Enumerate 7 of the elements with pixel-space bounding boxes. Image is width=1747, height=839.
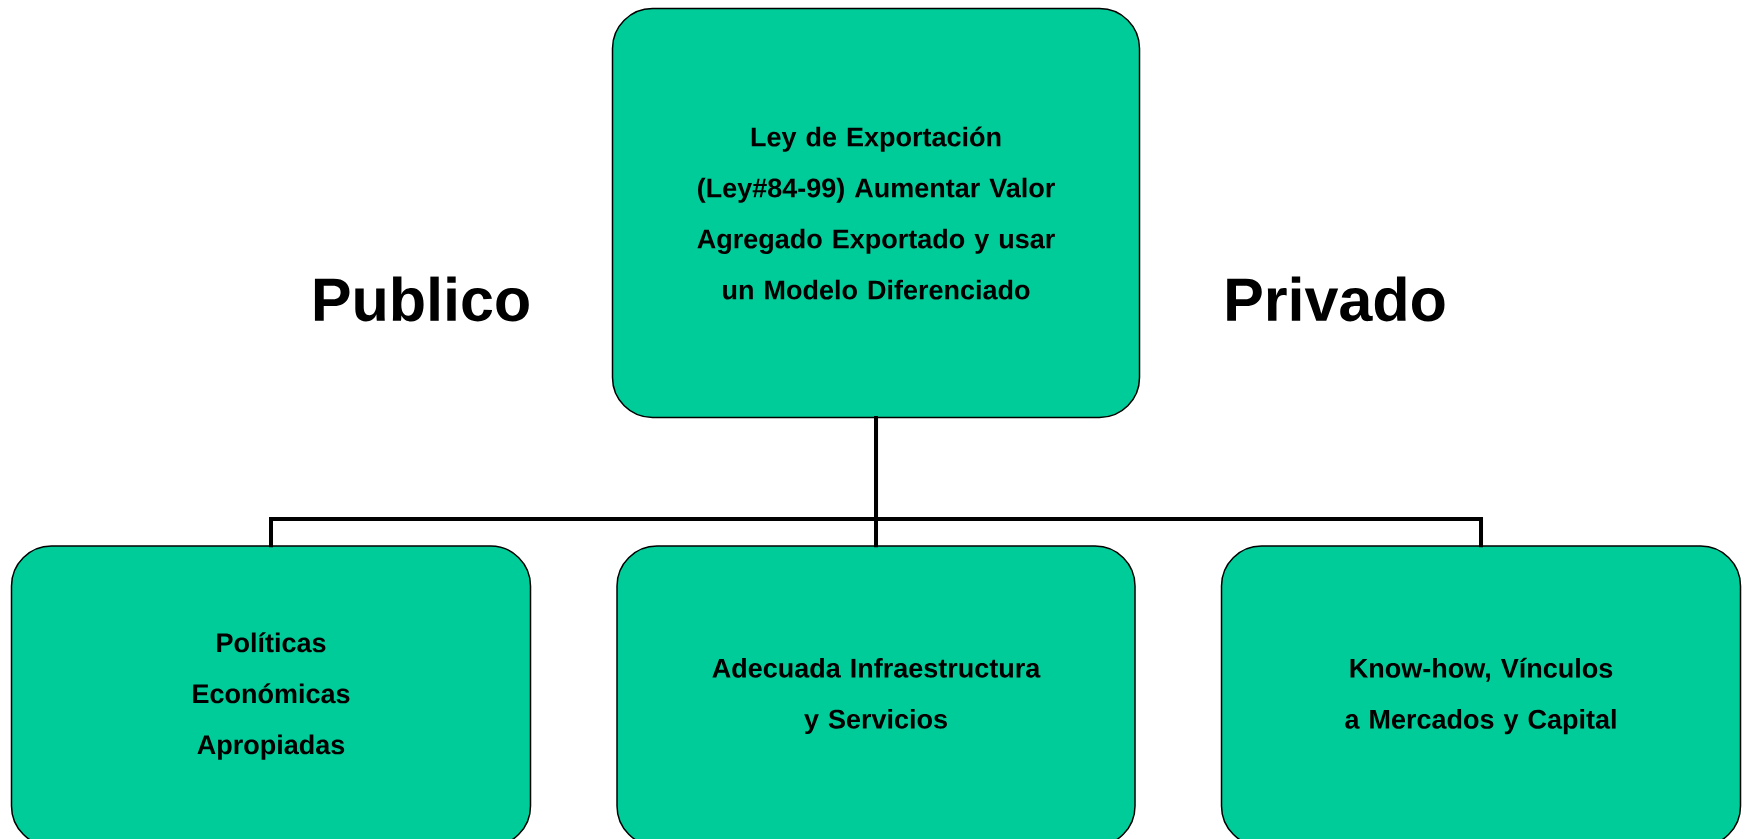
- process-box: Políticas Económicas Apropiadas: [10, 545, 532, 839]
- connector-line: [874, 416, 1483, 548]
- process-box: Adecuada Infraestructura y Servicios: [616, 545, 1136, 839]
- side-label: Publico: [314, 276, 529, 322]
- process-box: Know-how, Vínculos a Mercados y Capital: [1220, 545, 1742, 839]
- side-label: Privado: [1227, 276, 1445, 322]
- process-box: Ley de Exportación (Ley#84-99) Aumentar Valor Agregado Exportado y usar un Modelo Diferenciado: [611, 7, 1141, 419]
